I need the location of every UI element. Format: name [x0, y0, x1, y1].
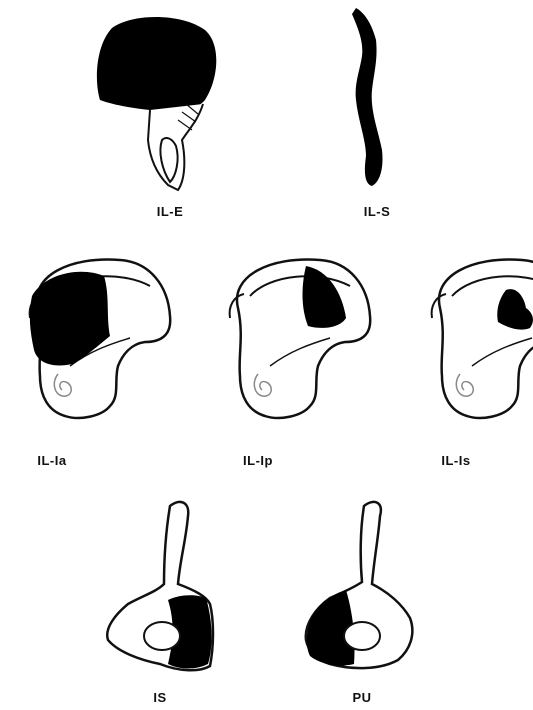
il-is-bone-outline: [432, 259, 533, 417]
panel-il-ip: IL-Ip: [230, 259, 371, 468]
il-ip-bone-outline: [230, 259, 371, 417]
panel-pu: PU: [306, 502, 413, 705]
panel-il-ia: IL-Ia: [30, 259, 171, 468]
panel-il-is: IL-Is: [432, 259, 533, 468]
label-il-e: IL-E: [157, 204, 184, 219]
label-il-ip: IL-Ip: [243, 453, 273, 468]
label-il-is: IL-Is: [441, 453, 470, 468]
label-pu: PU: [352, 690, 371, 705]
panel-il-e: IL-E: [97, 17, 216, 219]
panel-il-s: IL-S: [352, 8, 390, 219]
label-is: IS: [153, 690, 166, 705]
label-il-ia: IL-Ia: [37, 453, 66, 468]
label-il-s: IL-S: [364, 204, 391, 219]
is-foramen: [144, 622, 180, 650]
il-e-wing-region: [97, 17, 216, 112]
pu-foramen: [344, 622, 380, 650]
panel-is: IS: [107, 502, 213, 705]
il-s-sacral-region: [352, 8, 383, 186]
